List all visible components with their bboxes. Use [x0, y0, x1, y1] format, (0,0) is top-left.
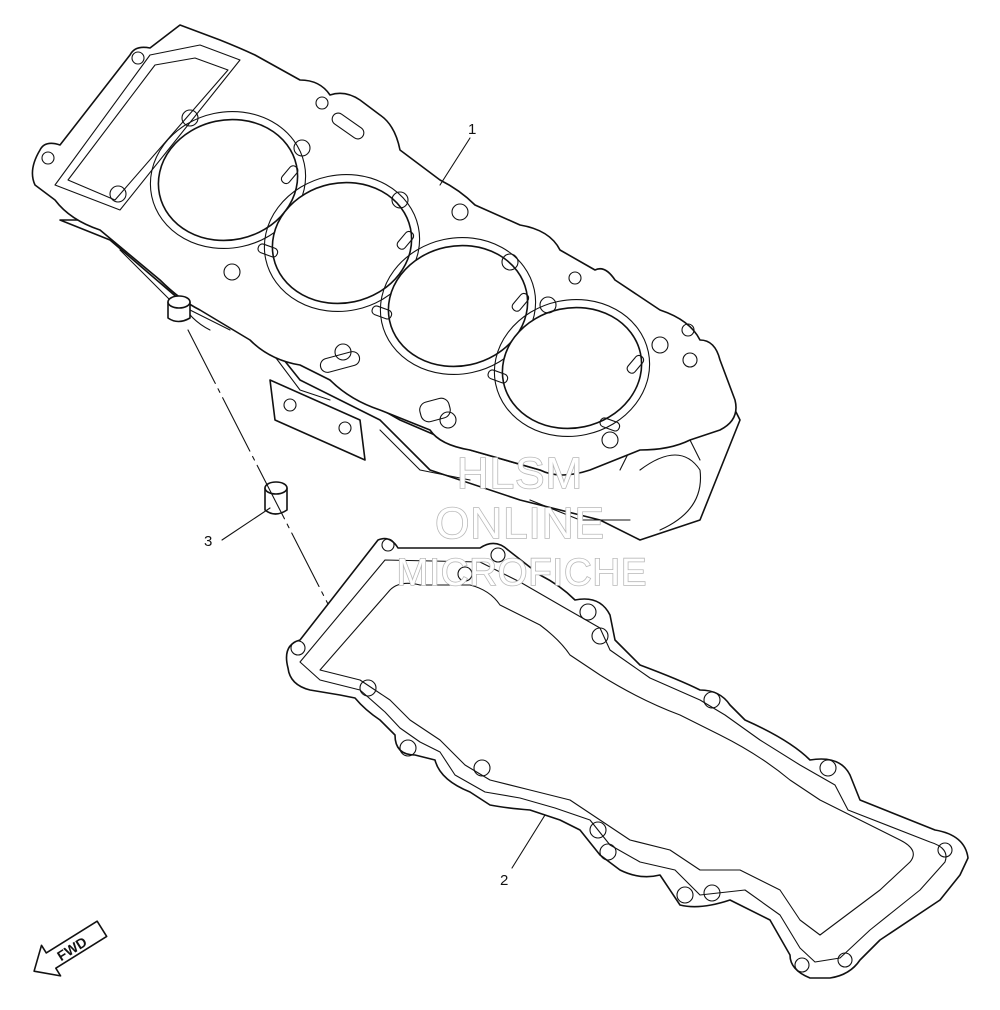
- callout-label-2: 2: [500, 872, 508, 889]
- base-gasket[interactable]: [285, 537, 969, 979]
- callout-label-1: 1: [468, 121, 476, 138]
- watermark-line-3: MICROFICHE: [397, 552, 648, 594]
- watermark-line-1: HLSM: [457, 449, 583, 498]
- dowel-seat: [167, 295, 191, 323]
- watermark-line-2: ONLINE: [435, 499, 605, 548]
- watermark: HLSM ONLINE MICROFICHE: [396, 448, 648, 595]
- dowel-pin[interactable]: [264, 481, 288, 515]
- fwd-arrow-icon: FWD: [33, 920, 108, 977]
- callout-1: 1: [439, 121, 476, 186]
- cylinder-bores: [149, 110, 651, 438]
- callout-2: 2: [500, 814, 546, 889]
- callout-3: 3: [204, 507, 271, 550]
- cylinder-block[interactable]: [31, 24, 741, 541]
- gasket-bolt-holes: [290, 538, 953, 973]
- coolant-slots: [257, 112, 645, 432]
- deck-bolt-holes: [41, 51, 698, 449]
- callout-label-3: 3: [204, 533, 212, 550]
